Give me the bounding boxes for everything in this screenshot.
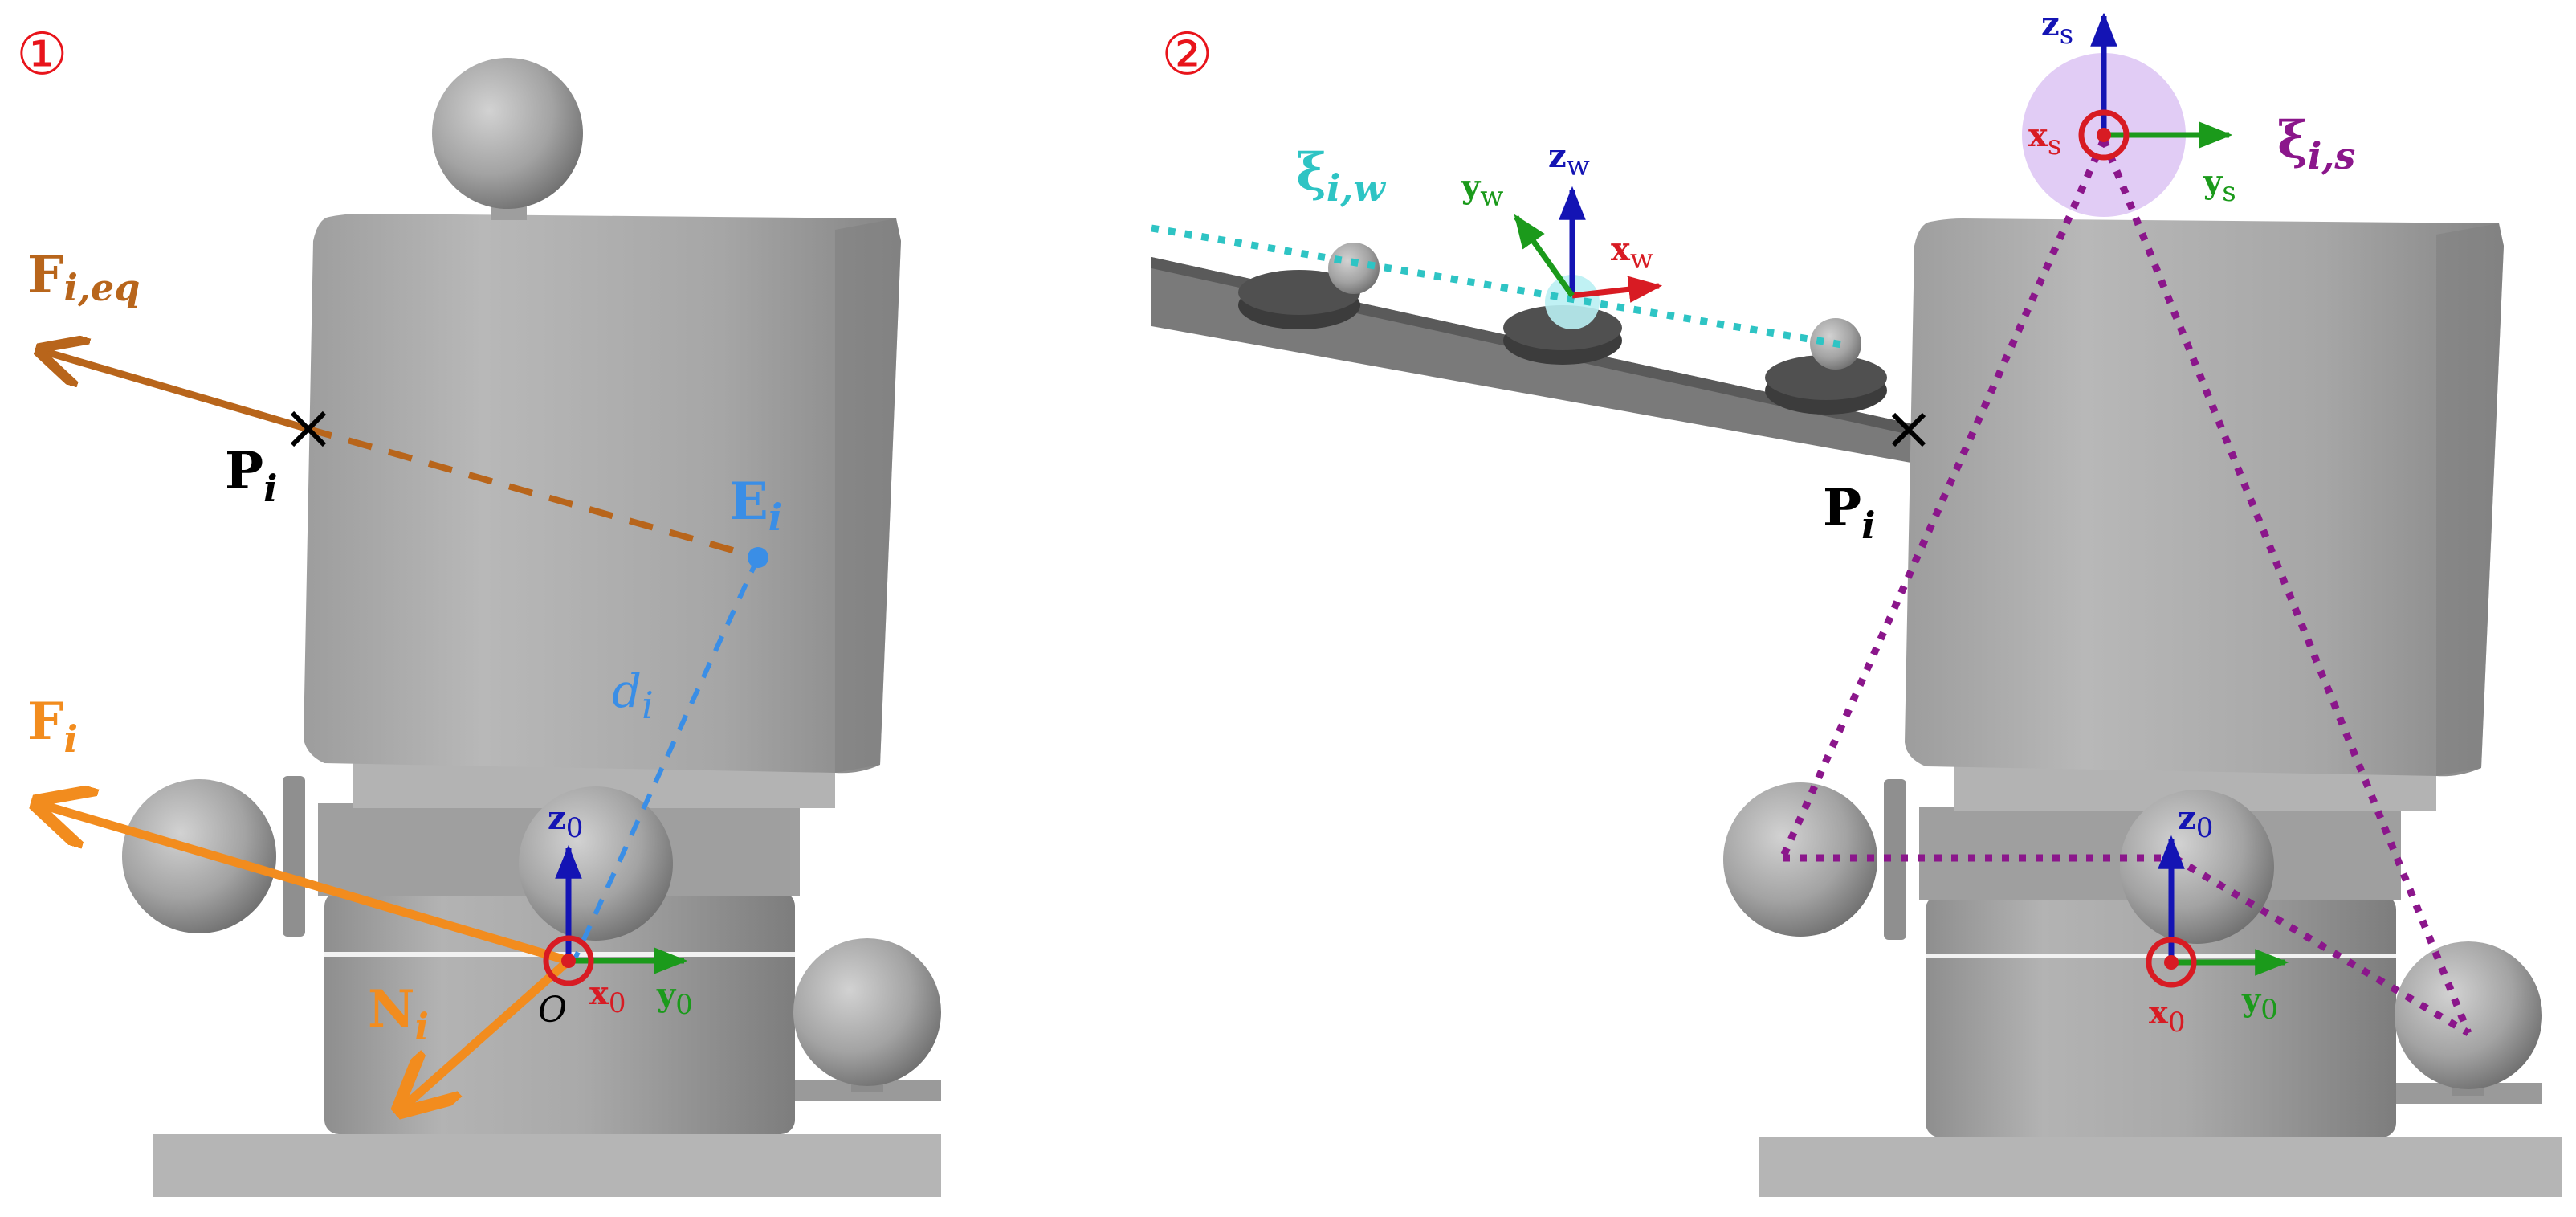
base-plate [153,1134,941,1197]
left-sphere [122,779,276,933]
f-eq-arrow [40,350,310,433]
panel-1: ① [16,20,941,1197]
label-zw: zw [1548,137,1590,182]
center-sphere-right [2120,790,2274,944]
body-shadow-side [835,218,901,773]
yw-axis-arrow [1514,214,1575,298]
label-d: di [612,664,654,727]
svg-text:di: di [612,664,654,727]
body-shadow-side-right [2436,223,2504,776]
circled-dot-xs-axis-icon [2078,109,2130,161]
f-arrow [37,803,570,966]
label-xs: xs [2028,116,2061,161]
label-z0-right: z0 [2178,799,2213,844]
label-zs: zs [2041,6,2073,51]
label-n: Ni [368,979,429,1048]
xw-axis-arrow [1571,276,1663,303]
label-x0-right: x0 [2149,994,2186,1039]
label-xi-w: ξi,w [1296,142,1386,210]
label-ys: ys [2203,163,2236,208]
right-low-sphere-r [2395,941,2542,1089]
board-puck-1 [1238,270,1360,329]
label-p-right: Pi [1823,478,1876,547]
p-to-e-dashed-line [307,426,760,561]
panel-1-number: ① [16,20,68,88]
label-xw: xw [1611,231,1653,276]
panel-2-number: ② [1161,20,1213,88]
label-z0-left: z0 [548,799,583,844]
label-f-eq: Fi,eq [27,245,140,309]
svg-text:ξi,s: ξi,s [2277,110,2355,178]
left-flange [283,776,305,937]
label-origin: O [538,990,567,1031]
label-e: Ei [729,472,782,539]
left-flange-right [1884,779,1906,940]
e-point [748,547,768,568]
xi-s-dotted-lines [1779,138,2472,1036]
base-plate-right [1759,1137,2562,1197]
p-cross-marker-icon [290,410,327,447]
board-sphere-1 [1328,243,1380,294]
label-f: Fi [27,692,78,761]
svg-text:Pi: Pi [1823,478,1876,547]
n-arrow [400,957,572,1110]
right-low-sphere [793,938,941,1086]
label-x0-left: x0 [589,974,626,1019]
label-y0-left: y0 [656,976,693,1021]
board-puck-3 [1765,355,1887,415]
svg-text:ξi,w: ξi,w [1296,142,1386,210]
head-sphere [432,58,583,209]
p-cross-marker-right-icon [1891,412,1926,447]
svg-text:Pi: Pi [225,441,278,510]
center-sphere [519,786,673,941]
label-yw: yw [1461,168,1503,213]
panel-2: ② [1151,6,2562,1197]
svg-text:Ei: Ei [729,472,782,539]
main-body-right [1905,218,2504,777]
label-xi-s: ξi,s [2277,110,2355,178]
label-y0-right: y0 [2241,981,2278,1026]
label-p-left: Pi [225,441,278,510]
svg-text:Fi,eq: Fi,eq [27,245,140,309]
svg-text:Fi: Fi [27,692,78,761]
circled-dot-x0-right-icon [2146,937,2197,988]
circled-dot-x-axis-icon [543,935,594,986]
main-body [304,214,901,774]
svg-text:Ni: Ni [368,979,429,1048]
